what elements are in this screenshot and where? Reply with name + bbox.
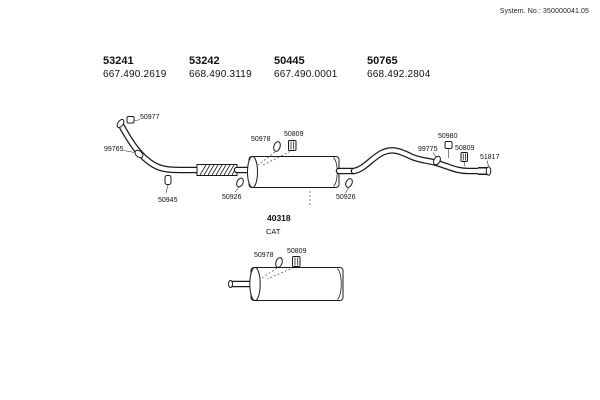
callout-label-50809: 50809 xyxy=(284,131,304,138)
part-ref: 667.490.0001 xyxy=(274,69,338,80)
gasket-icon xyxy=(257,141,281,166)
clamp-icon xyxy=(432,152,441,166)
callout-label-50978: 50978 xyxy=(251,136,271,143)
callout-label-50977: 50977 xyxy=(140,114,160,121)
hanger-icon xyxy=(126,116,141,124)
callout-label-50926-left: 50926 xyxy=(222,194,242,201)
clamp-icon xyxy=(234,177,244,193)
callout-label-50809-rear: 50809 xyxy=(455,145,475,152)
part-ref: 667.490.2619 xyxy=(103,69,167,80)
callout-label-99765: 99765 xyxy=(104,146,124,153)
callout-label-50980: 50980 xyxy=(438,133,458,140)
flex-pipe xyxy=(196,164,238,176)
clamp-icon xyxy=(345,178,353,194)
part-table: 53241 667.490.2619 53242 668.490.3119 50… xyxy=(0,55,600,87)
part-column-1: 53241 667.490.2619 xyxy=(103,55,167,81)
clamp-sleeve-icon xyxy=(262,140,297,166)
callout-label-50809-lower: 50809 xyxy=(287,248,307,255)
part-column-3: 50445 667.490.0001 xyxy=(274,55,338,81)
lower-muffler xyxy=(228,267,344,301)
rear-pipe xyxy=(350,147,492,176)
clamp-icon xyxy=(123,149,144,159)
callout-label-51817: 51817 xyxy=(480,154,500,161)
front-flange xyxy=(116,118,125,129)
clamp-sleeve-icon xyxy=(460,152,468,167)
cat-label: CAT xyxy=(266,227,281,236)
tailpipe-end xyxy=(485,166,492,176)
system-number: System. No.: 350000041.05 xyxy=(499,8,589,15)
callout-label-50945: 50945 xyxy=(158,197,178,204)
part-ref: 668.492.2804 xyxy=(367,69,431,80)
callout-label-50926-right: 50926 xyxy=(336,194,356,201)
part-number: 50765 xyxy=(367,55,398,67)
front-pipe xyxy=(116,118,202,174)
part-number: 50445 xyxy=(274,55,305,67)
part-column-2: 53242 668.490.3119 xyxy=(189,55,252,81)
callout-label-99775: 99775 xyxy=(418,146,438,153)
gasket-icon xyxy=(261,257,283,279)
center-muffler xyxy=(247,156,358,188)
part-number: 53241 xyxy=(103,55,134,67)
callout-label-50978-lower: 50978 xyxy=(254,252,274,259)
part-column-4: 50765 668.492.2804 xyxy=(367,55,431,81)
clamp-sleeve-icon xyxy=(266,256,301,280)
part-number: 53242 xyxy=(189,55,220,67)
part-ref: 668.490.3119 xyxy=(189,69,252,80)
bracket-icon xyxy=(164,175,172,194)
hanger-icon xyxy=(444,141,453,158)
callout-label-40318: 40318 xyxy=(267,213,291,223)
